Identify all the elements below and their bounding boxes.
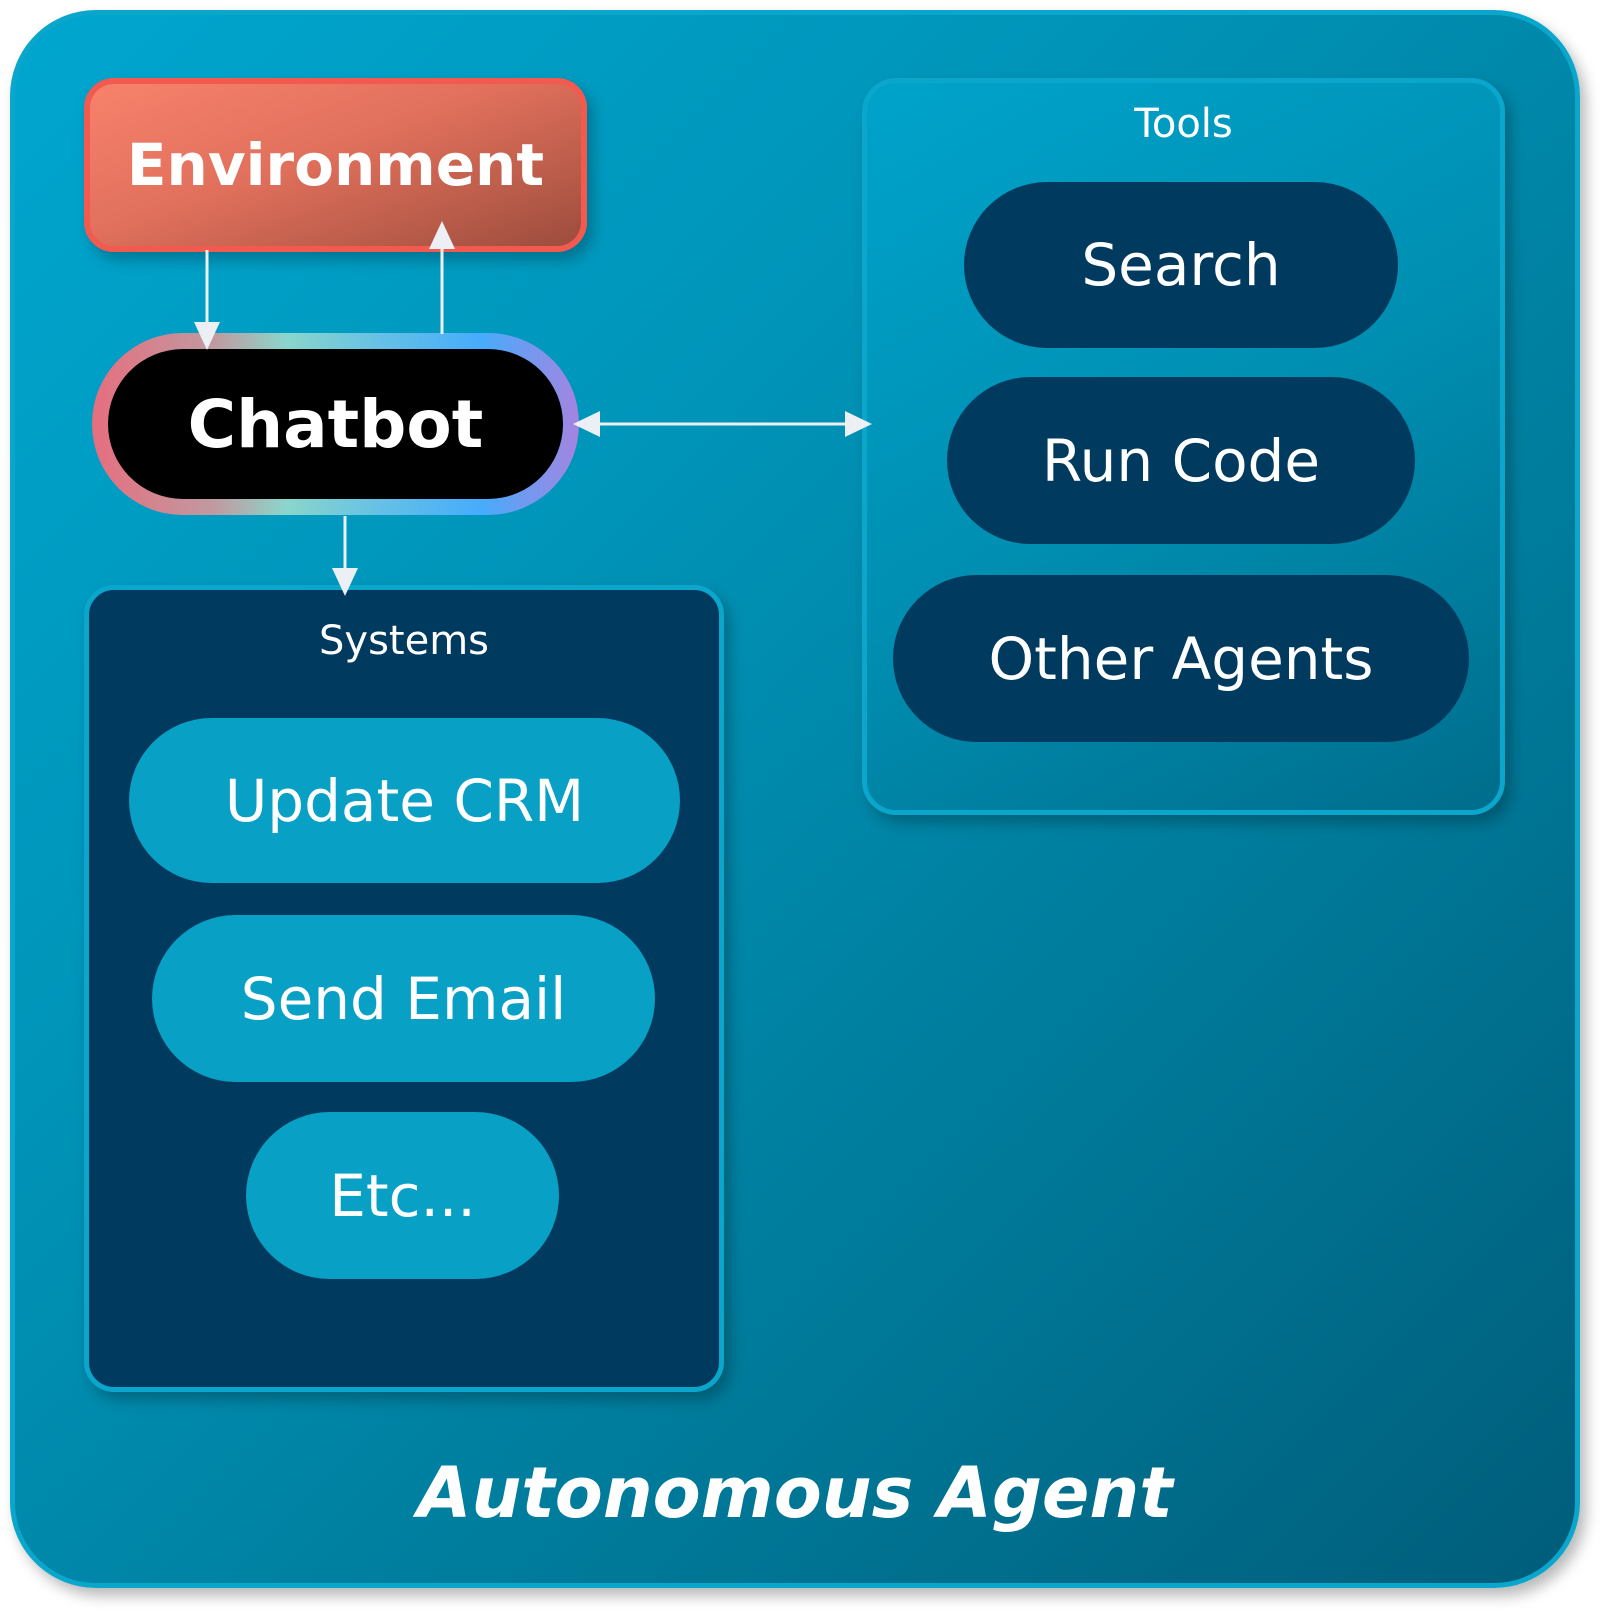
- tool-run-code[interactable]: Run Code: [947, 377, 1415, 544]
- environment-node[interactable]: Environment: [84, 78, 587, 252]
- systems-panel-title: Systems: [319, 618, 489, 664]
- tools-panel-title: Tools: [1134, 101, 1233, 147]
- chatbot-label: Chatbot: [187, 385, 484, 463]
- system-update-crm[interactable]: Update CRM: [129, 718, 680, 883]
- system-send-email[interactable]: Send Email: [152, 915, 655, 1082]
- tool-other-agents[interactable]: Other Agents: [893, 575, 1469, 742]
- chatbot-label-container: Chatbot: [108, 349, 563, 499]
- environment-label: Environment: [126, 131, 545, 199]
- system-etc[interactable]: Etc...: [246, 1112, 559, 1279]
- diagram-title: Autonomous Agent: [417, 1452, 1173, 1534]
- chatbot-node[interactable]: Chatbot: [92, 333, 579, 515]
- tool-search[interactable]: Search: [964, 182, 1398, 348]
